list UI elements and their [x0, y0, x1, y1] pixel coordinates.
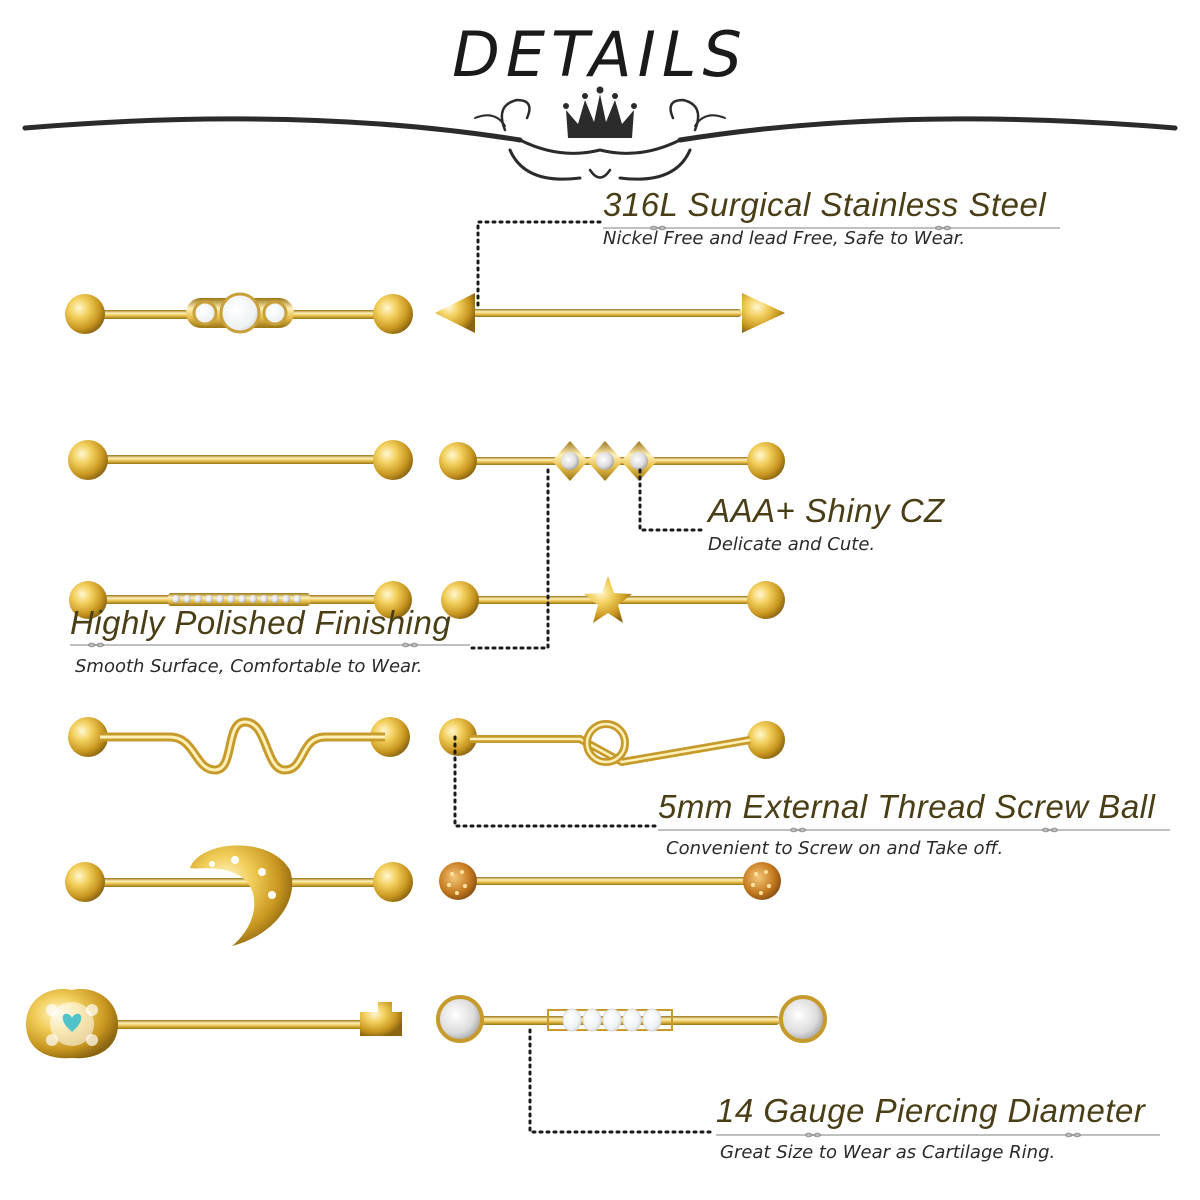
leader-lines [453, 220, 717, 1134]
cz-bar-barbell [69, 581, 412, 619]
star-barbell [441, 576, 785, 623]
feature-callout: AAA+ Shiny CZ Delicate and Cute. [708, 492, 945, 555]
wave-barbell [68, 717, 410, 775]
plain-barbell [68, 440, 413, 480]
feature-callout: 316L Surgical Stainless Steel Nickel Fre… [603, 186, 1046, 249]
feature-subtitle: Delicate and Cute. [708, 534, 876, 555]
feature-subtitle: Nickel Free and lead Free, Safe to Wear. [603, 228, 966, 249]
diamond-cz-barbell [439, 441, 785, 481]
header-ornament [22, 86, 1178, 181]
key-barbell [26, 989, 402, 1059]
feature-title: 14 Gauge Piercing Diameter [716, 1092, 1146, 1129]
feature-title: Highly Polished Finishing [70, 604, 452, 641]
feature-title: 316L Surgical Stainless Steel [603, 186, 1047, 223]
feature-callout: Highly Polished Finishing Smooth Surface… [70, 604, 451, 677]
opal-barbell [65, 292, 413, 334]
heart-icon [62, 1013, 82, 1032]
page-title: DETAILS [452, 18, 748, 91]
feature-callout: 5mm External Thread Screw Ball Convenien… [658, 788, 1155, 859]
feature-callout: 14 Gauge Piercing Diameter Great Size to… [716, 1092, 1145, 1163]
crown-icon [563, 86, 637, 138]
feature-subtitle: Convenient to Screw on and Take off. [666, 838, 1004, 859]
spike-barbell [435, 293, 785, 333]
round-cz-barbell [436, 995, 827, 1043]
feature-subtitle: Smooth Surface, Comfortable to Wear. [75, 656, 423, 677]
feature-title: AAA+ Shiny CZ [708, 492, 945, 529]
glitter-ball-barbell [439, 862, 781, 900]
feature-title: 5mm External Thread Screw Ball [658, 788, 1156, 825]
moon-barbell [65, 845, 413, 946]
loop-barbell [439, 718, 785, 767]
feature-subtitle: Great Size to Wear as Cartilage Ring. [720, 1142, 1056, 1163]
